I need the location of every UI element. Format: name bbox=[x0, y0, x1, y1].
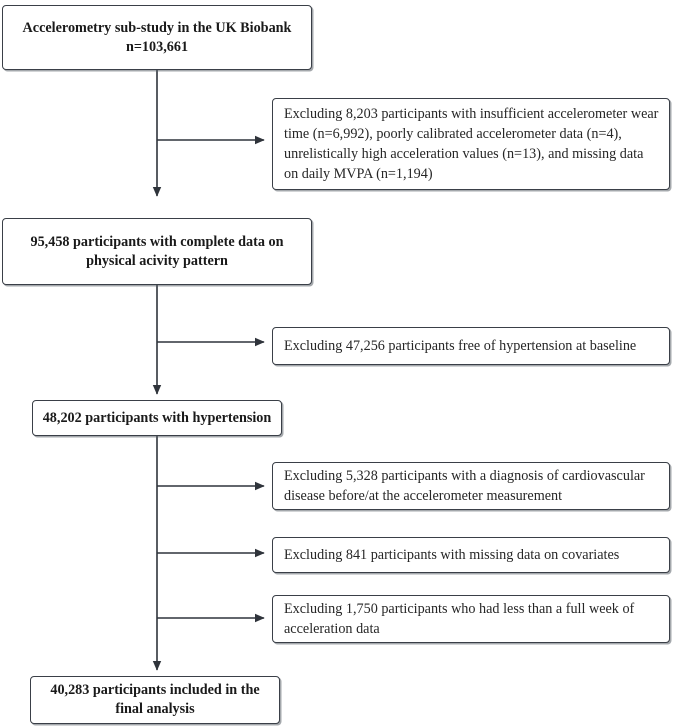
node-exclusion-3: Excluding 5,328 participants with a diag… bbox=[272, 462, 670, 510]
node-complete-data: 95,458 participants with complete data o… bbox=[2, 218, 312, 285]
node-exclusion-5-text: Excluding 1,750 participants who had les… bbox=[284, 600, 635, 637]
node-cohort-text: Accelerometry sub-study in the UK Bioban… bbox=[22, 19, 292, 55]
node-exclusion-2-text: Excluding 47,256 participants free of hy… bbox=[284, 337, 637, 354]
node-final-analysis: 40,283 participants included in the fina… bbox=[30, 676, 280, 724]
node-final-analysis-text: 40,283 participants included in the fina… bbox=[50, 682, 260, 717]
node-cohort: Accelerometry sub-study in the UK Bioban… bbox=[2, 5, 312, 70]
node-hypertension-text: 48,202 participants with hypertension bbox=[42, 409, 272, 426]
node-exclusion-1: Excluding 8,203 participants with insuff… bbox=[272, 98, 670, 190]
node-hypertension: 48,202 participants with hypertension bbox=[32, 400, 282, 436]
node-exclusion-3-text: Excluding 5,328 participants with a diag… bbox=[284, 467, 645, 504]
node-exclusion-1-text: Excluding 8,203 participants with insuff… bbox=[284, 105, 659, 183]
node-complete-data-text: 95,458 participants with complete data o… bbox=[30, 233, 284, 269]
node-exclusion-5: Excluding 1,750 participants who had les… bbox=[272, 595, 670, 643]
node-exclusion-4-text: Excluding 841 participants with missing … bbox=[284, 546, 620, 563]
node-exclusion-2: Excluding 47,256 participants free of hy… bbox=[272, 327, 670, 365]
node-exclusion-4: Excluding 841 participants with missing … bbox=[272, 537, 670, 573]
